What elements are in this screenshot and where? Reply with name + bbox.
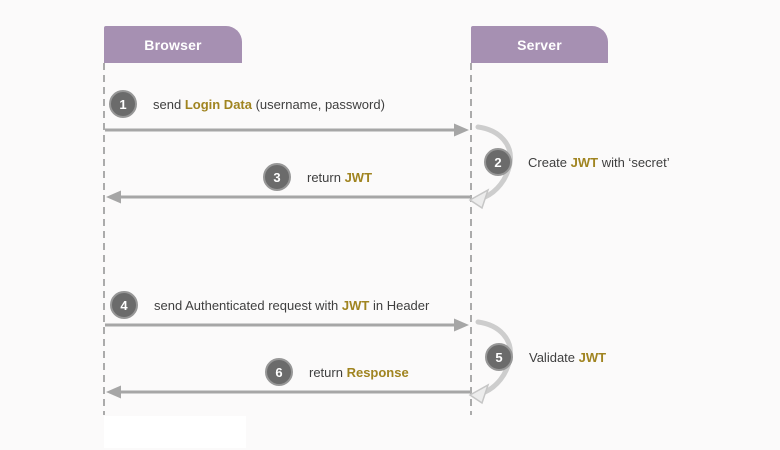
step-1: 1 send Login Data (username, password) (109, 90, 385, 118)
step-3: 3 return JWT (263, 163, 372, 191)
step-text-highlight: Response (346, 364, 409, 380)
step-text-segment: return (309, 364, 347, 380)
step-text-segment: in Header (369, 297, 430, 313)
step-5: 5 Validate JWT (485, 343, 606, 371)
step-text-segment: with ‘secret’ (598, 154, 670, 170)
step-5-number-badge: 5 (485, 343, 513, 371)
step-text-segment: (username, password) (251, 96, 385, 112)
message-arrow-4 (105, 318, 469, 332)
step-2-text: Create JWT with ‘secret’ (528, 155, 670, 170)
message-arrow-1 (105, 123, 469, 137)
step-1-number-badge: 1 (109, 90, 137, 118)
watermark-block (104, 416, 246, 448)
message-arrow-3 (106, 190, 470, 204)
step-text-highlight: JWT (341, 297, 370, 313)
step-6: 6 return Response (265, 358, 409, 386)
step-3-number-badge: 3 (263, 163, 291, 191)
step-4: 4 send Authenticated request with JWT in… (110, 291, 429, 319)
step-4-number-badge: 4 (110, 291, 138, 319)
actor-server: Server (471, 26, 608, 63)
step-text-segment: Validate (529, 349, 579, 365)
lifeline-browser (103, 63, 105, 415)
step-1-text: send Login Data (username, password) (153, 97, 385, 112)
step-text-segment: Create (528, 154, 571, 170)
step-3-text: return JWT (307, 170, 372, 185)
step-2: 2 Create JWT with ‘secret’ (484, 148, 670, 176)
step-4-text: send Authenticated request with JWT in H… (154, 298, 429, 313)
step-5-text: Validate JWT (529, 350, 606, 365)
step-text-segment: send (153, 96, 185, 112)
actor-browser-label: Browser (144, 36, 202, 53)
actor-server-label: Server (517, 36, 562, 53)
step-text-segment: return (307, 169, 345, 185)
lifeline-server (470, 63, 472, 415)
message-arrow-6 (106, 385, 470, 399)
step-text-segment: send Authenticated request with (154, 297, 342, 313)
step-6-text: return Response (309, 365, 409, 380)
step-text-highlight: Login Data (184, 96, 252, 112)
step-2-number-badge: 2 (484, 148, 512, 176)
step-text-highlight: JWT (570, 154, 599, 170)
step-text-highlight: JWT (344, 169, 373, 185)
step-6-number-badge: 6 (265, 358, 293, 386)
step-text-highlight: JWT (578, 349, 607, 365)
actor-browser: Browser (104, 26, 242, 63)
